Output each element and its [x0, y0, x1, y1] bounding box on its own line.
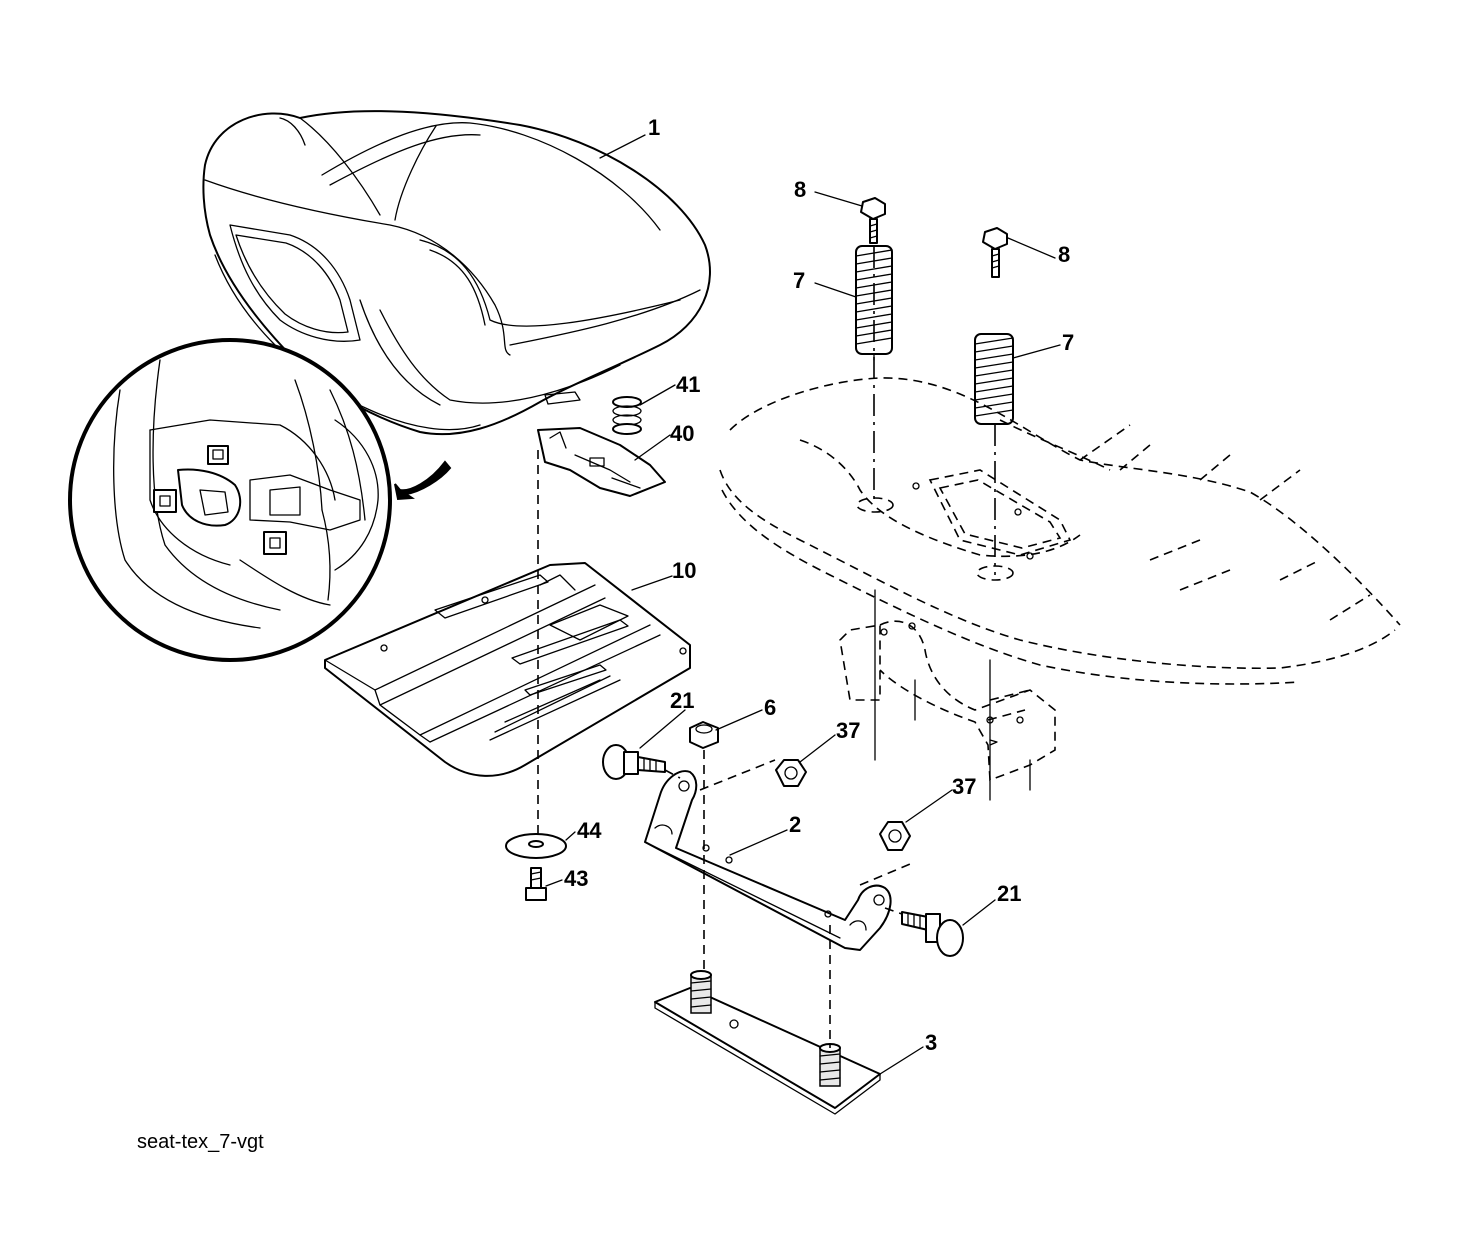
assembly-lines: [537, 246, 996, 1048]
diagram-caption: seat-tex_7-vgt: [137, 1131, 264, 1153]
callout-bracket: 2: [789, 812, 801, 837]
bolt-part-21-right: [901, 911, 964, 957]
callout-nut-6: 6: [764, 695, 776, 720]
callout-bolt-left: 8: [794, 177, 806, 202]
seat-illustration: [202, 110, 711, 436]
plate-part-3: [654, 970, 881, 1115]
callout-spring-right: 7: [1062, 330, 1074, 355]
spring-part-41: [612, 396, 642, 435]
nut-part-37-bottom: [879, 821, 911, 851]
callout-washer-44: 44: [577, 818, 602, 843]
callout-bolt-right: 8: [1058, 242, 1070, 267]
nut-part-37-top: [775, 759, 807, 787]
callout-spring-41: 41: [676, 372, 700, 397]
nut-part-6: [689, 721, 719, 749]
detail-inset: [68, 338, 452, 662]
callout-screw-43: 43: [564, 866, 588, 891]
callout-labels: 1 8 8 7 7 41 40 10 21 6 37 37 2 44 43 21…: [564, 115, 1074, 1055]
washer-part-44: [505, 833, 567, 859]
screw-part-43: [525, 867, 547, 901]
bracket-part-2: [644, 770, 892, 951]
callout-bolt-21-left: 21: [670, 688, 694, 713]
callout-seat-pan: 10: [672, 558, 696, 583]
bolt-part-8-left: [860, 197, 886, 244]
spring-part-7-right: [974, 333, 1014, 425]
bolt-part-8-right: [982, 227, 1008, 278]
mower-frame-phantom: [719, 377, 1401, 801]
callout-switch-bracket: 40: [670, 421, 694, 446]
seat-pan-part-10: [324, 562, 691, 777]
callout-bolt-21-right: 21: [997, 881, 1021, 906]
bolt-part-21-left: [602, 744, 666, 780]
callout-nut-37-top: 37: [836, 718, 860, 743]
callout-seat: 1: [648, 115, 660, 140]
callout-plate: 3: [925, 1030, 937, 1055]
switch-bracket-part-40: [537, 427, 666, 497]
leader-lines: [545, 134, 1061, 1075]
callout-spring-left: 7: [793, 268, 805, 293]
callout-nut-37-bottom: 37: [952, 774, 976, 799]
